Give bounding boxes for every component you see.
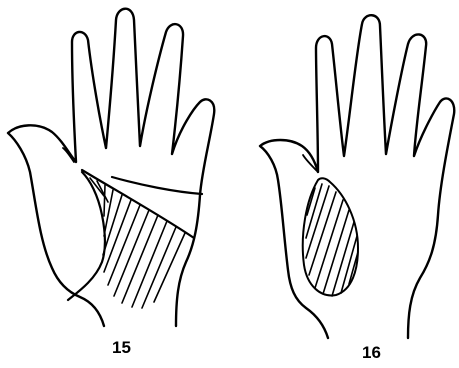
hand-16-outline [260,15,454,338]
figure-15-label: 15 [112,339,131,356]
hand-16-hatching [306,184,358,296]
hand-15-figure [8,9,214,326]
hand-16-figure [260,15,454,338]
hand-15-upper-line [112,177,202,194]
figure-16-label: 16 [362,344,381,361]
